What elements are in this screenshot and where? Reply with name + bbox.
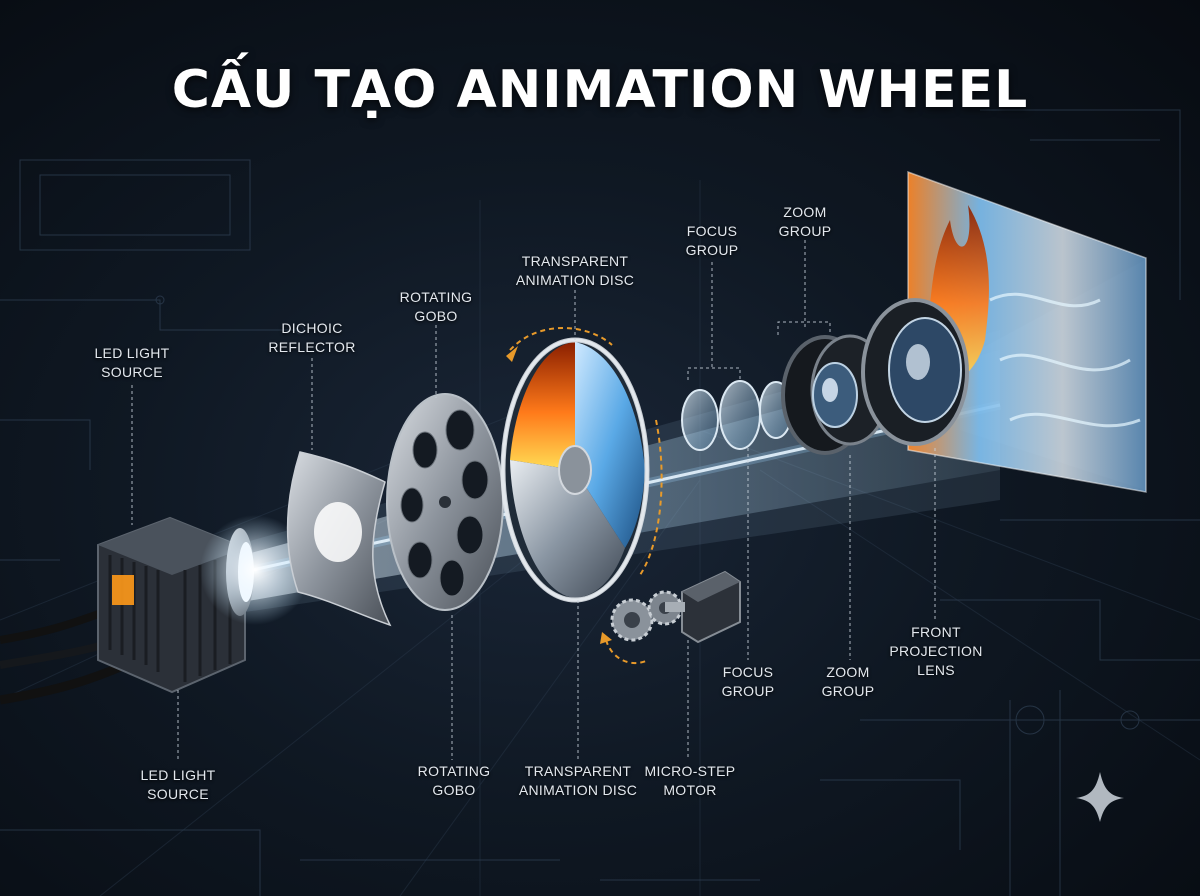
sparkle-icon [1076,772,1124,822]
reflector-icon [286,451,392,627]
page-title: CẤU TẠO ANIMATION WHEEL [171,60,1029,120]
stepper-motor-icon [665,570,741,644]
gobo-wheel-icon [386,393,504,611]
zoom-lens-icon [781,334,890,455]
animation-disc-icon [500,327,663,603]
led-glow [200,515,310,625]
projection-lens-icon [861,298,969,446]
leader-lines [131,240,936,762]
circuit-background [0,109,1200,896]
